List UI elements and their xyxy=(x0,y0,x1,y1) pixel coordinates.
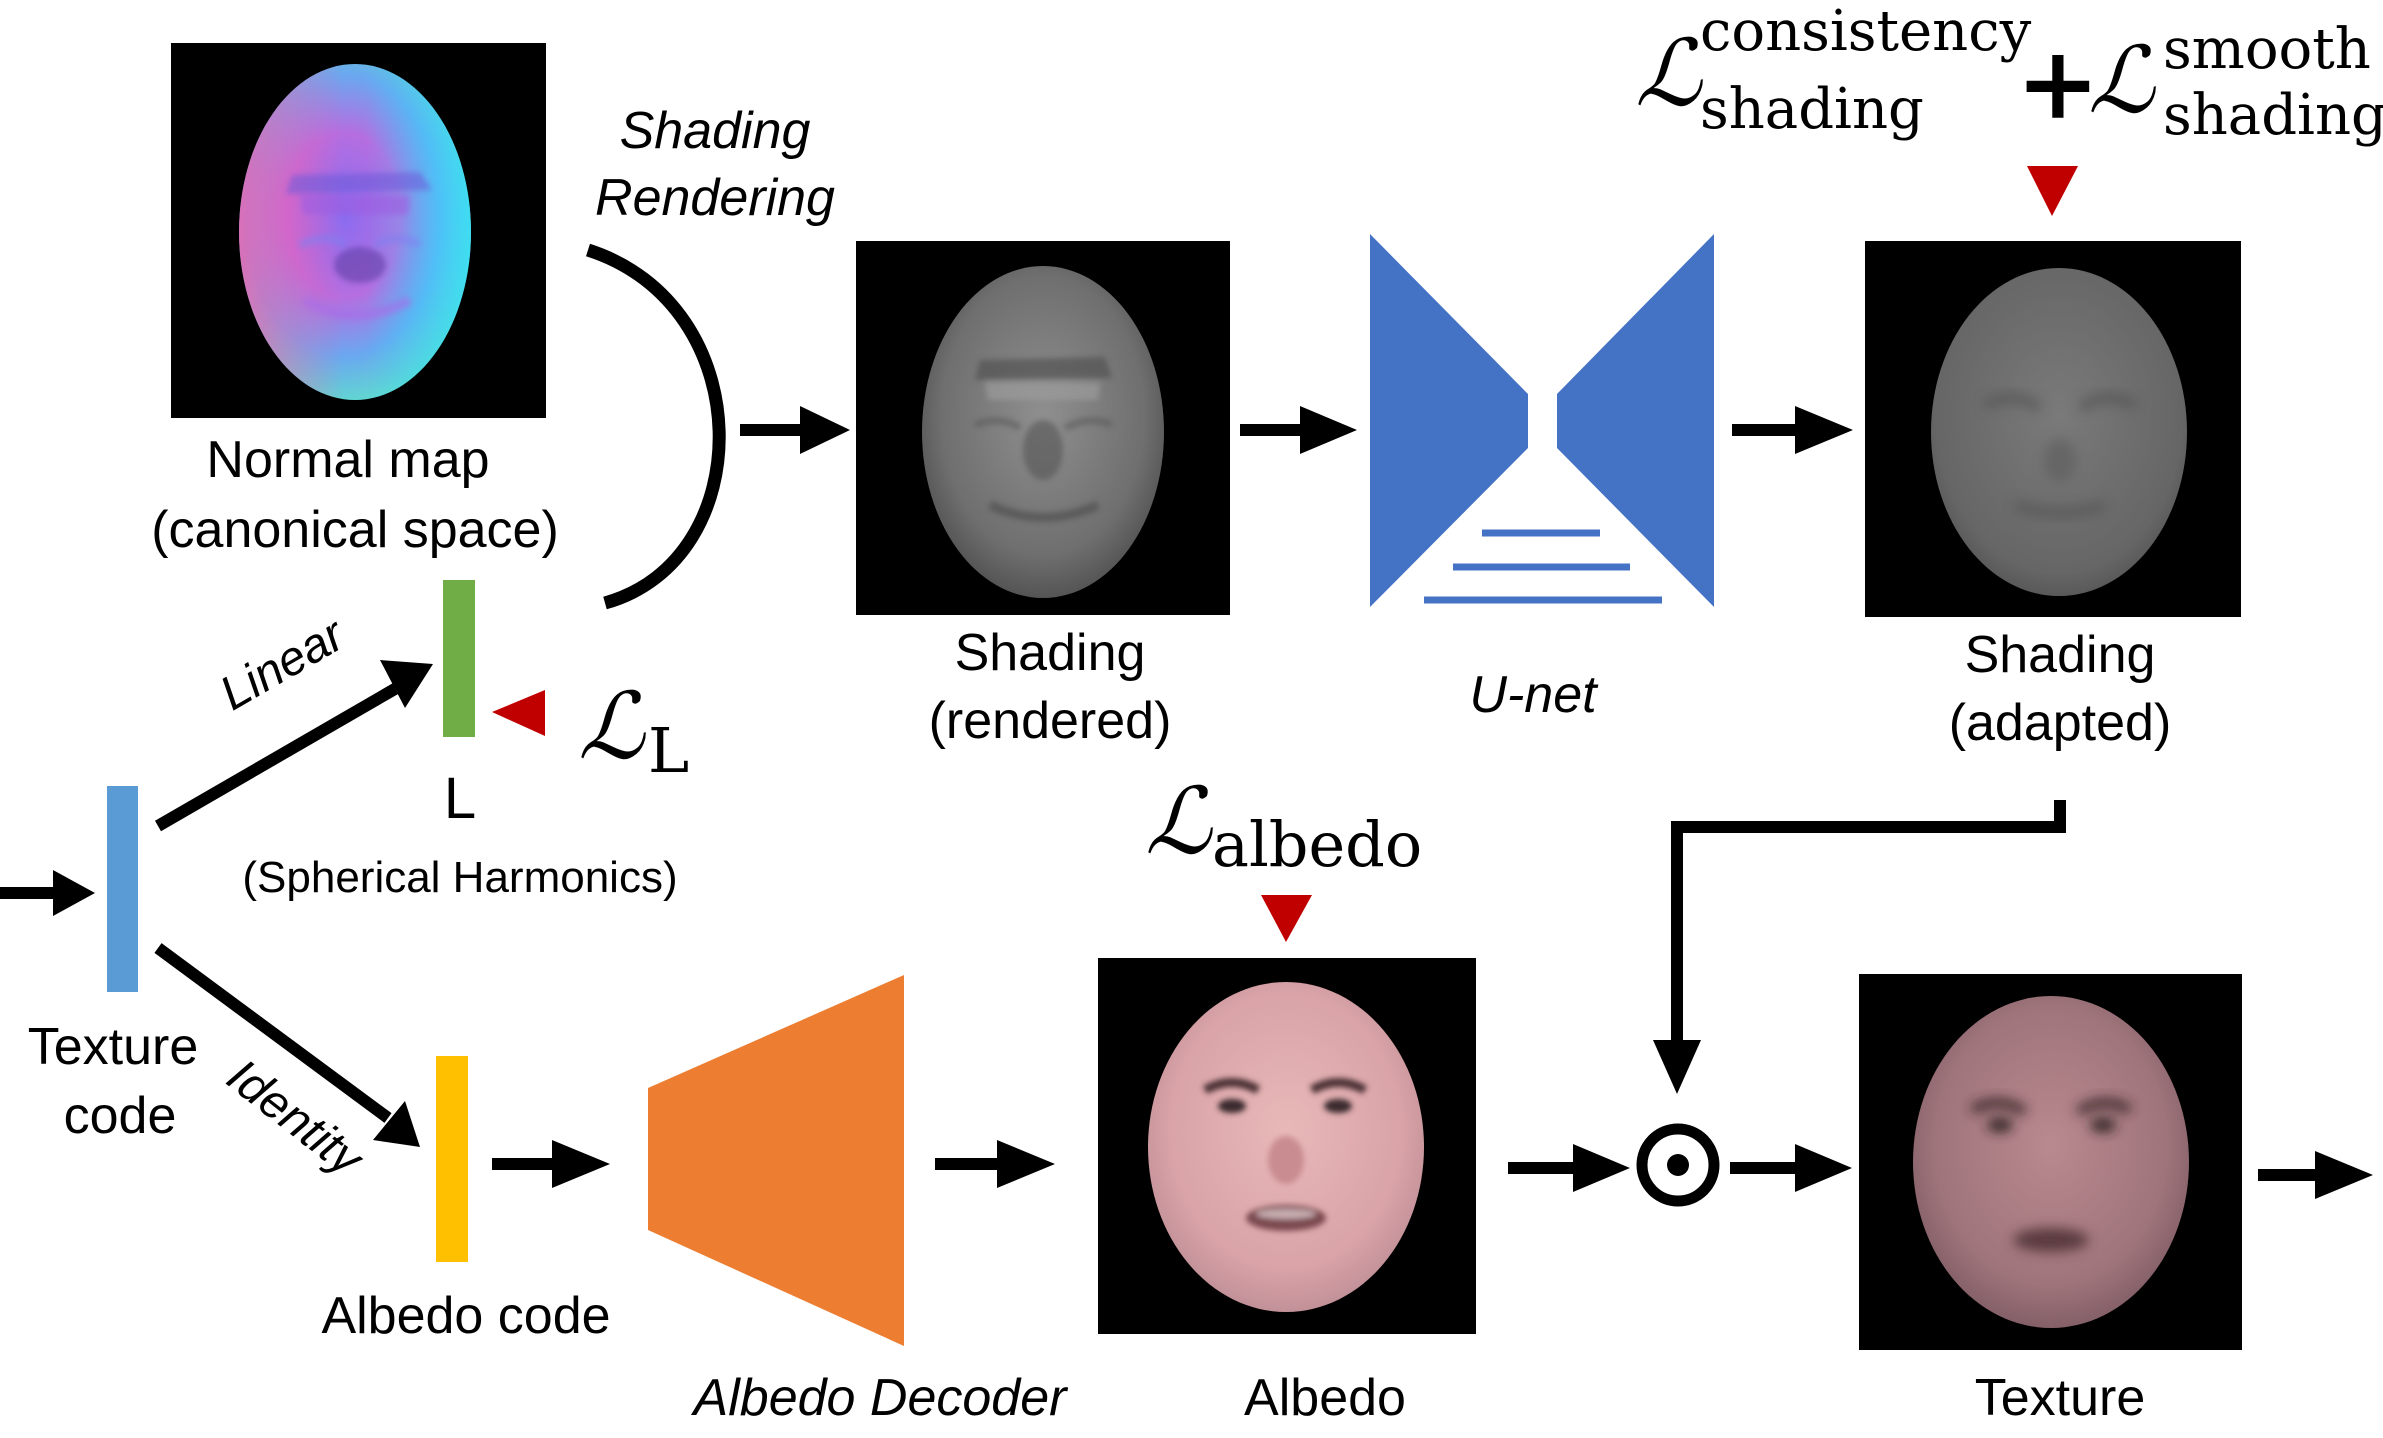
loss-shading-consistency-sub: shading xyxy=(1700,77,1924,142)
elementwise-product-operator xyxy=(1636,1123,1720,1207)
loss-L-sub: L xyxy=(648,714,689,787)
label-shading-rendered-1: Shading xyxy=(955,624,1146,682)
normal-map-image xyxy=(171,43,546,418)
texture-code-vector xyxy=(107,786,138,992)
label-canonical-space: (canonical space) xyxy=(151,501,559,559)
albedo-decoder-shape xyxy=(648,975,904,1346)
label-normal-map: Normal map xyxy=(206,431,489,489)
albedo-image xyxy=(1098,958,1476,1334)
label-shading-rendering-1: Shading xyxy=(620,102,811,160)
loss-marker-albedo xyxy=(1261,895,1312,942)
loss-albedo: ℒ albedo xyxy=(1145,768,1422,881)
loss-albedo-symbol: ℒ xyxy=(1145,768,1213,875)
label-shading-rendered-2: (rendered) xyxy=(929,692,1172,750)
loss-marker-shading xyxy=(2027,166,2078,216)
label-shading-adapted-1: Shading xyxy=(1965,626,2156,684)
shading-adapted-image xyxy=(1865,241,2241,617)
label-identity: Identity xyxy=(217,1049,374,1188)
loss-albedo-sub: albedo xyxy=(1212,808,1422,881)
unet-shape xyxy=(1370,234,1714,607)
label-albedo-code: Albedo code xyxy=(321,1287,610,1345)
label-L-vector: L xyxy=(444,766,476,831)
arrows xyxy=(0,406,2373,1199)
shading-rendered-image xyxy=(856,241,1230,615)
label-linear: Linear xyxy=(211,607,355,721)
label-spherical-harmonics: (Spherical Harmonics) xyxy=(242,853,677,902)
loss-shading-smooth-symbol: ℒ xyxy=(2088,27,2156,134)
label-texture: Texture xyxy=(1975,1369,2146,1427)
loss-plus: + xyxy=(2016,24,2100,142)
loss-shading-consistency-symbol: ℒ xyxy=(1635,20,1703,127)
label-albedo: Albedo xyxy=(1244,1369,1406,1427)
loss-shading: ℒ consistency shading + ℒ smooth shading xyxy=(1635,0,2383,148)
label-shading-adapted-2: (adapted) xyxy=(1949,694,2172,752)
loss-shading-smooth-sup: smooth xyxy=(2163,17,2371,82)
label-unet: U-net xyxy=(1469,666,1599,724)
loss-shading-smooth-sub: shading xyxy=(2163,83,2383,148)
loss-marker-L xyxy=(492,690,545,736)
label-shading-rendering-2: Rendering xyxy=(595,169,835,227)
loss-L: ℒ L xyxy=(578,673,689,787)
loss-shading-consistency-sup: consistency xyxy=(1700,0,2032,64)
shading-rendering-bracket xyxy=(586,243,726,610)
label-texture-code-1: Texture xyxy=(28,1018,199,1076)
loss-L-symbol: ℒ xyxy=(578,673,646,780)
label-texture-code-2: code xyxy=(64,1087,177,1145)
L-vector xyxy=(443,580,475,737)
albedo-code-vector xyxy=(436,1056,468,1262)
texture-image xyxy=(1859,974,2242,1350)
label-albedo-decoder: Albedo Decoder xyxy=(691,1369,1070,1427)
